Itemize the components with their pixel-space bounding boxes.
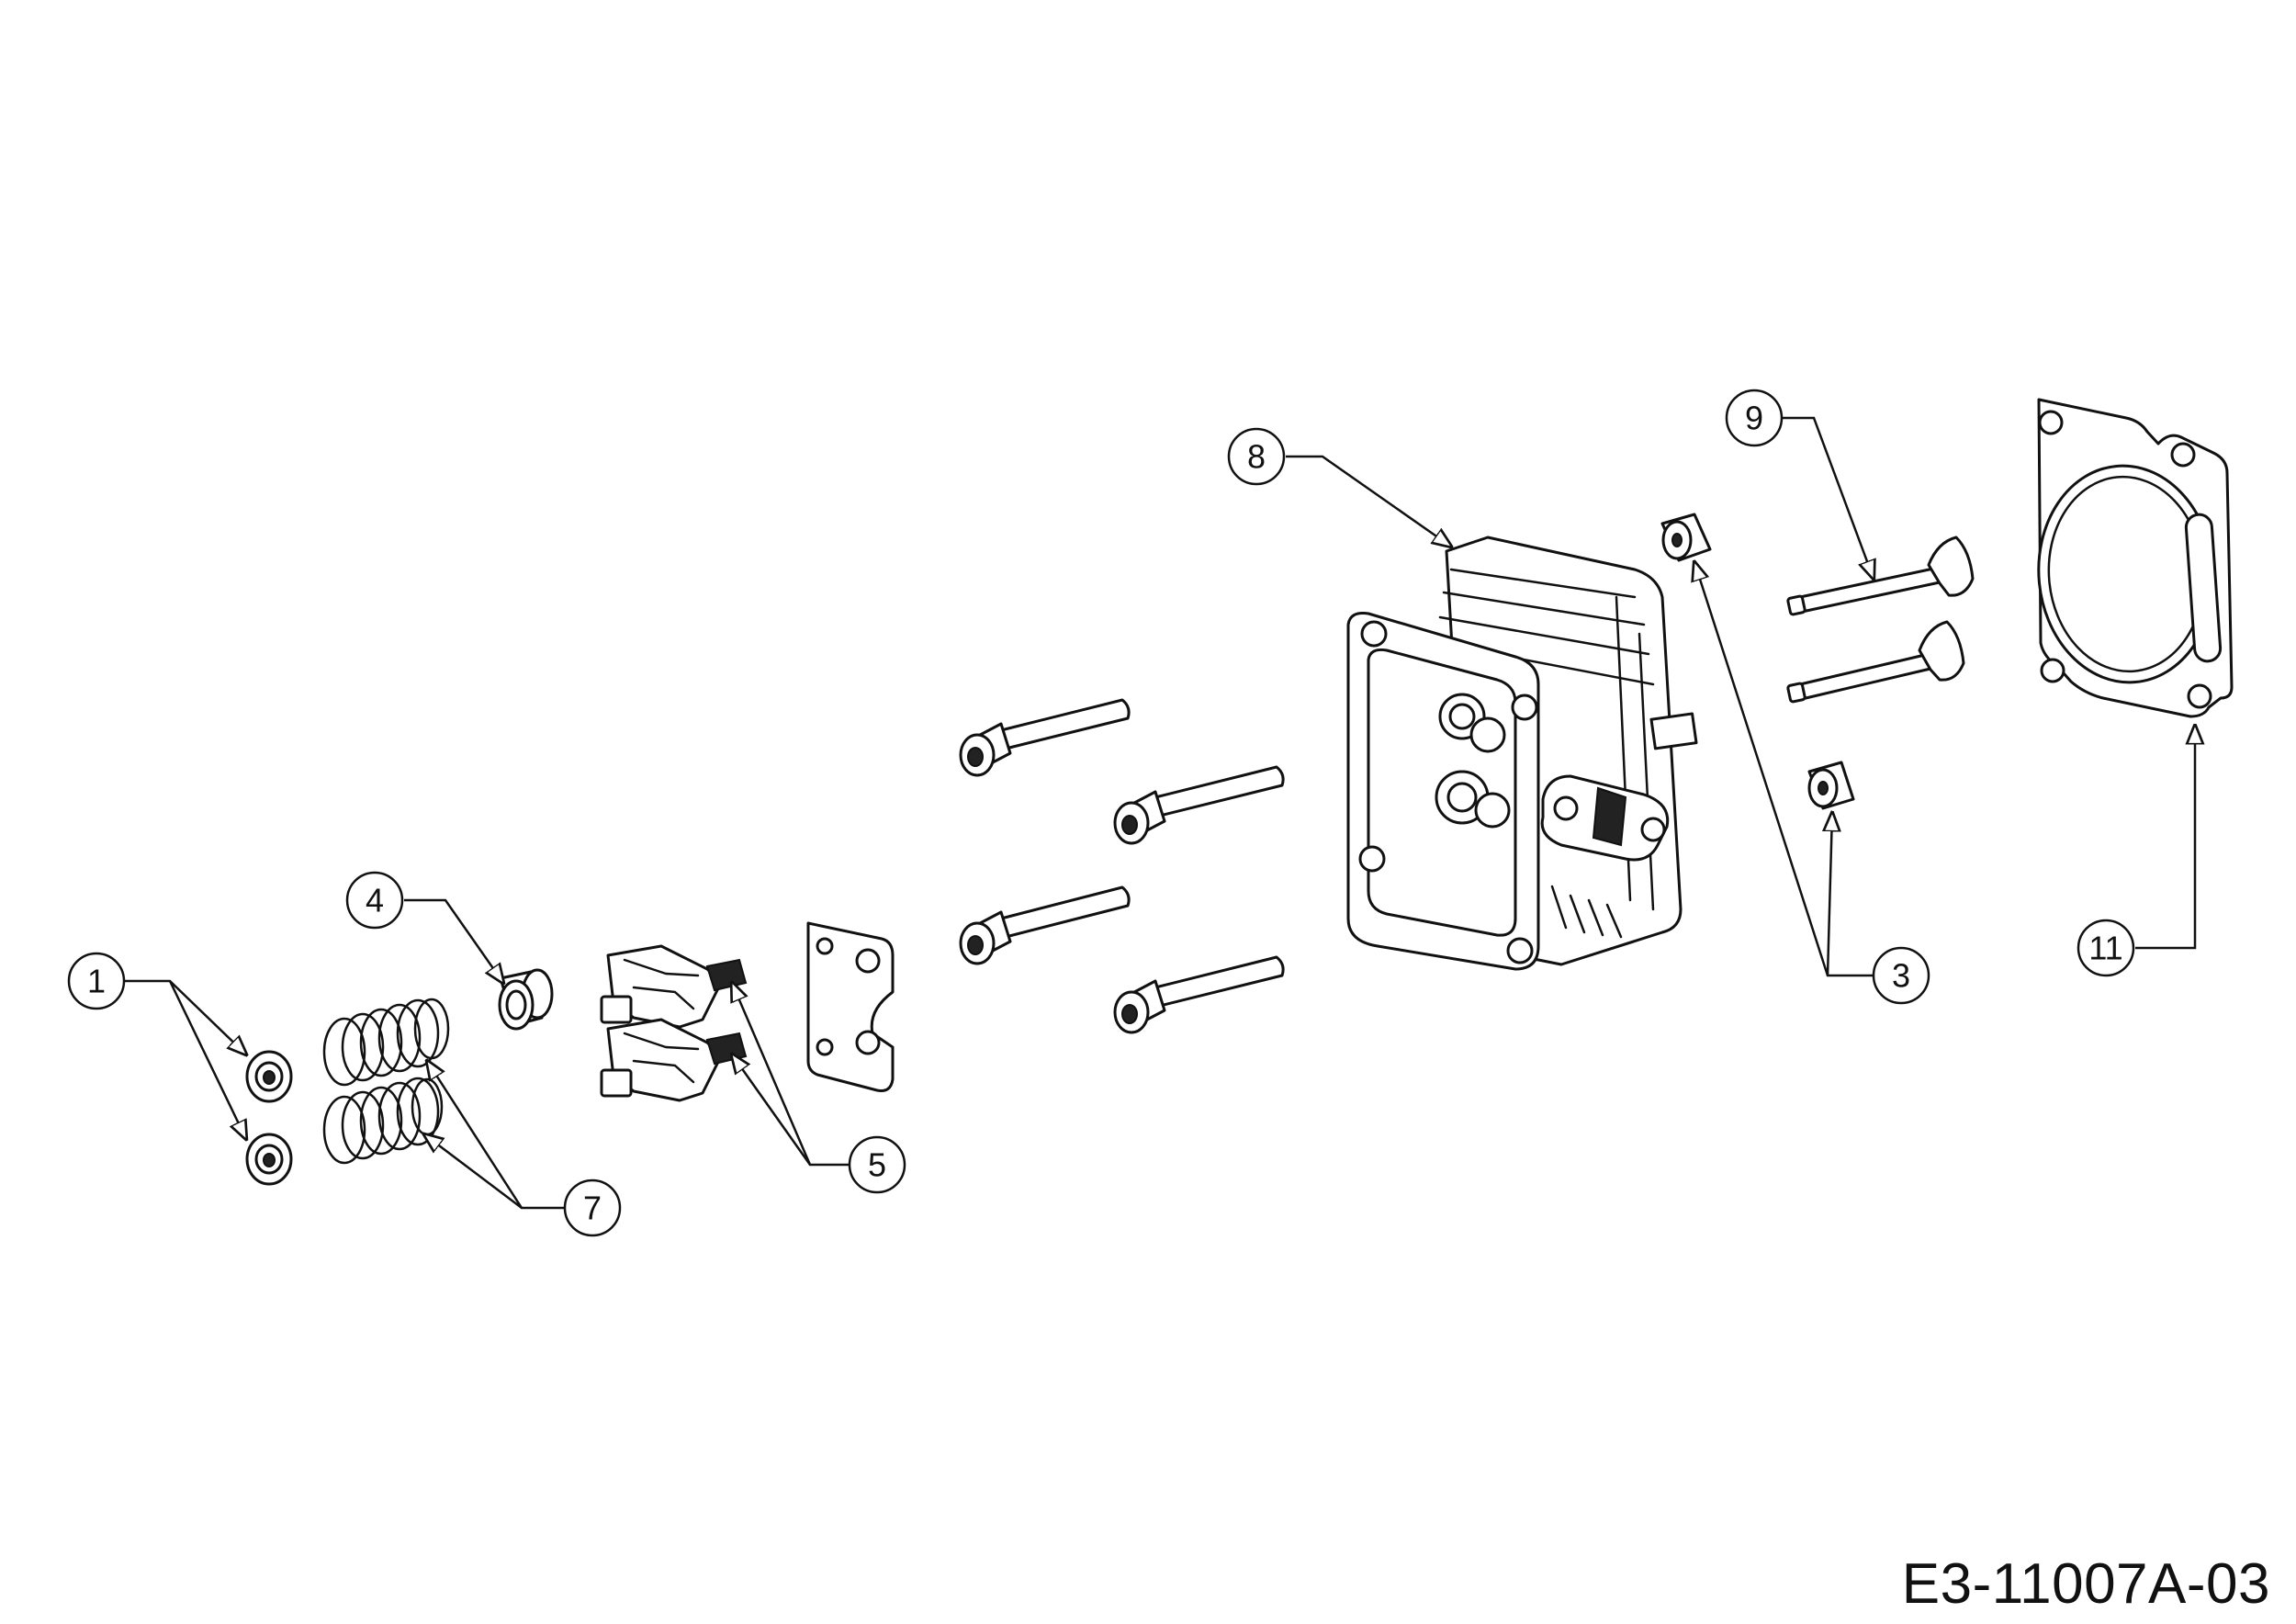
head-gasket-part bbox=[2037, 398, 2234, 718]
callout-8: 8 bbox=[1227, 427, 1286, 486]
guide-plate-part bbox=[806, 921, 895, 1092]
valve-part bbox=[1786, 620, 1965, 704]
svg-text:8: 8 bbox=[1247, 438, 1266, 476]
rocker-arm-part bbox=[600, 1018, 748, 1102]
callout-3: 3 bbox=[1872, 946, 1930, 1005]
callout-4: 4 bbox=[345, 871, 404, 930]
dowel-pin-part bbox=[1660, 513, 1712, 562]
head-bolt-part bbox=[959, 698, 1131, 777]
svg-text:11: 11 bbox=[2088, 930, 2122, 967]
cylinder-head-part bbox=[1346, 536, 1698, 971]
svg-text:5: 5 bbox=[868, 1146, 886, 1184]
svg-text:9: 9 bbox=[1745, 400, 1763, 437]
callout-5: 5 bbox=[848, 1135, 906, 1194]
callout-1: 1 bbox=[67, 952, 126, 1010]
valve-spring-part bbox=[322, 1077, 444, 1165]
leader-lines bbox=[124, 416, 2195, 1210]
head-bolt-part bbox=[1113, 765, 1285, 845]
callout-9: 9 bbox=[1725, 389, 1784, 447]
head-bolt-part bbox=[959, 885, 1131, 965]
valve-spring-part bbox=[322, 998, 450, 1087]
svg-text:1: 1 bbox=[87, 963, 106, 1000]
svg-text:4: 4 bbox=[366, 882, 384, 919]
dowel-pin-part bbox=[1807, 761, 1855, 810]
head-bolt-part bbox=[1113, 955, 1285, 1034]
valve-part bbox=[1786, 536, 1975, 616]
callout-7: 7 bbox=[563, 1179, 622, 1237]
stem-seal-part bbox=[498, 968, 554, 1031]
callout-11: 11 bbox=[2077, 919, 2135, 977]
drawing-code: E3-11007A-03 bbox=[1901, 1552, 2270, 1616]
svg-text:3: 3 bbox=[1892, 957, 1910, 995]
valve-retainer-part bbox=[245, 1050, 293, 1103]
valve-retainer-part bbox=[245, 1133, 293, 1186]
rocker-arm-part bbox=[600, 944, 748, 1029]
svg-text:7: 7 bbox=[583, 1190, 602, 1227]
